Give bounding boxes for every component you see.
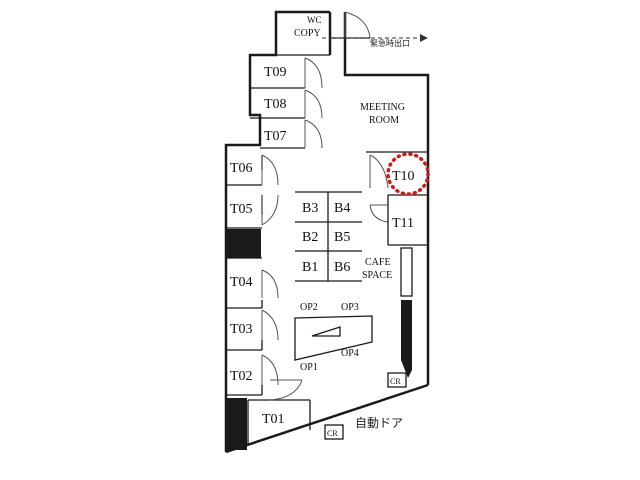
solid-column-upper: [227, 229, 261, 258]
room-label-t05: T05: [230, 202, 253, 217]
booth-label-b3: B3: [302, 201, 318, 216]
meeting-room-label-line2: ROOM: [369, 115, 399, 126]
card-reader-bottom: [324, 424, 344, 440]
room-label-t01: T01: [262, 412, 285, 427]
cafe-counter: [400, 247, 413, 297]
highlight-ring-t10: [386, 152, 430, 196]
card-reader-right: [387, 372, 407, 388]
booth-grid: [295, 191, 362, 282]
room-label-t04: T04: [230, 275, 253, 290]
wc-area: [322, 34, 428, 42]
room-label-t06: T06: [230, 161, 253, 176]
cr-label-bottom: CR: [327, 429, 338, 438]
cafe-label-line1: CAFE: [365, 257, 391, 268]
open-table: [294, 315, 373, 361]
outer-walls: [224, 10, 430, 454]
booth-label-b1: B1: [302, 260, 318, 275]
solid-column-lower: [227, 398, 247, 450]
booth-label-b5: B5: [334, 230, 350, 245]
open-seat-label-op4: OP4: [341, 348, 359, 359]
auto-door-label: 自動ドア: [355, 416, 403, 430]
room-label-t08: T08: [264, 97, 287, 112]
room-label-t02: T02: [230, 369, 253, 384]
open-seat-label-op3: OP3: [341, 302, 359, 313]
room-label-wc: WC: [307, 15, 322, 25]
open-seat-label-op2: OP2: [300, 302, 318, 313]
booth-label-b2: B2: [302, 230, 318, 245]
room-label-t09: T09: [264, 65, 287, 80]
emergency-exit-label: 緊急時出口: [370, 38, 410, 48]
room-label-t11: T11: [392, 216, 414, 231]
booth-label-b4: B4: [334, 201, 350, 216]
cafe-label-line2: SPACE: [362, 270, 392, 281]
room-label-copy: COPY: [294, 28, 321, 39]
booth-label-b6: B6: [334, 260, 350, 275]
room-label-t10: T10: [392, 169, 415, 184]
room-label-t03: T03: [230, 322, 253, 337]
meeting-room-label-line1: MEETING: [360, 102, 405, 113]
right-rooms: [366, 151, 428, 246]
room-label-t07: T07: [264, 129, 287, 144]
door-swings: [261, 11, 389, 401]
open-seat-label-op1: OP1: [300, 362, 318, 373]
cr-label-right: CR: [390, 377, 401, 386]
cafe-counter-dark: [401, 300, 412, 378]
